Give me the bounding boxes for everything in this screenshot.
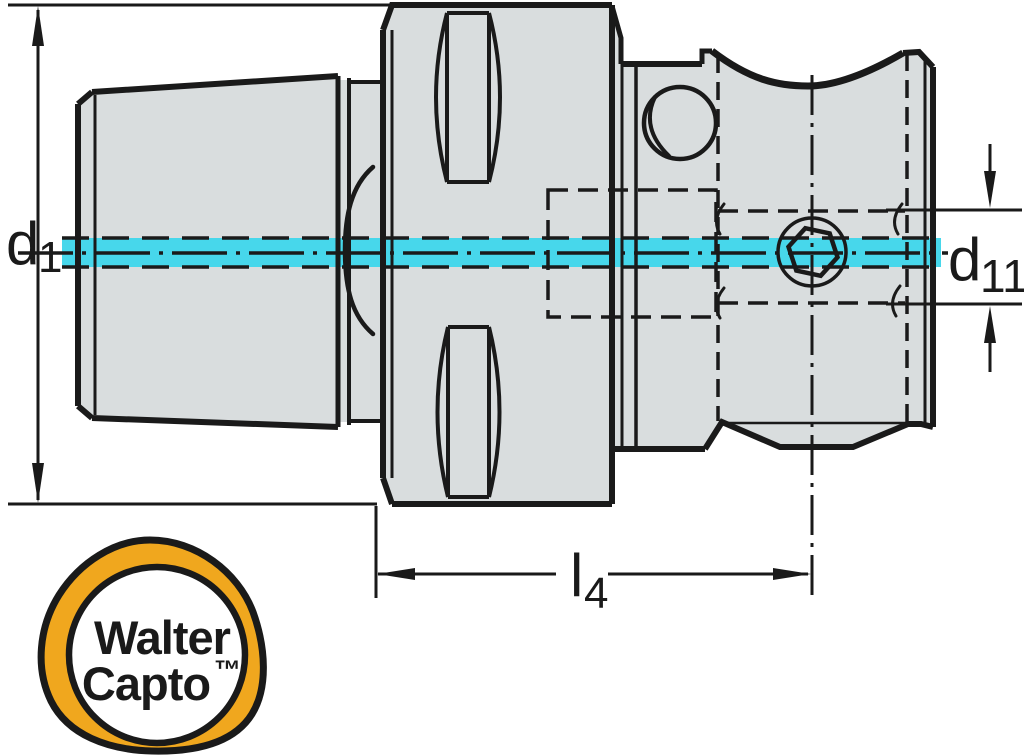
l4-arrow-right	[773, 568, 811, 580]
d1-arrow-up	[32, 6, 44, 46]
neck-edges	[349, 80, 383, 423]
slot-arcs	[434, 12, 502, 183]
clamping-section-fill	[612, 6, 933, 449]
logo-text-walter: Walter	[94, 611, 231, 664]
logo-inner-circle	[65, 563, 249, 747]
l4-label: l	[570, 542, 583, 609]
l4-label-subscript: 4	[584, 569, 608, 618]
d11-arrow-down	[984, 171, 996, 208]
l4-arrow-left	[377, 568, 415, 580]
cross-hole-crescent	[647, 95, 671, 158]
cross-hole	[641, 84, 719, 162]
taper-outline	[75, 73, 339, 430]
saddle-concave-edge	[709, 48, 905, 90]
step-top-chamfer	[609, 5, 624, 64]
d11-label: d	[948, 226, 981, 293]
drive-slot-top	[434, 11, 502, 184]
drive-slot-bottom	[435, 325, 502, 499]
polygon-blend-curve	[342, 164, 376, 337]
logo-trademark: ™	[214, 655, 241, 685]
clamping-section	[609, 5, 936, 452]
cross-hole-circle	[641, 84, 719, 162]
d1-label: d	[6, 210, 39, 277]
top-tab-edge	[699, 48, 712, 64]
thread-runout-marks	[715, 202, 904, 320]
dimension-l4: l 4	[374, 506, 811, 618]
d1-label-subscript: 1	[38, 233, 62, 282]
slot-rect-lines	[446, 325, 491, 499]
slot-rect-lines	[445, 11, 491, 184]
clamp-screw	[776, 216, 848, 288]
screw-head-circle	[776, 216, 848, 288]
d11-arrow-up	[984, 306, 996, 343]
dimension-d1: d 1	[6, 3, 391, 506]
slot-arcs	[435, 326, 502, 498]
d11-label-subscript: 11	[980, 250, 1024, 302]
d1-arrow-down	[32, 463, 44, 503]
walter-capto-logo: Walter Capto ™	[37, 536, 267, 755]
dimension-d11: d 11	[886, 144, 1024, 372]
logo-text-capto: Capto	[82, 657, 210, 710]
hex-socket-icon	[785, 225, 841, 279]
top-right-edges	[902, 48, 936, 70]
